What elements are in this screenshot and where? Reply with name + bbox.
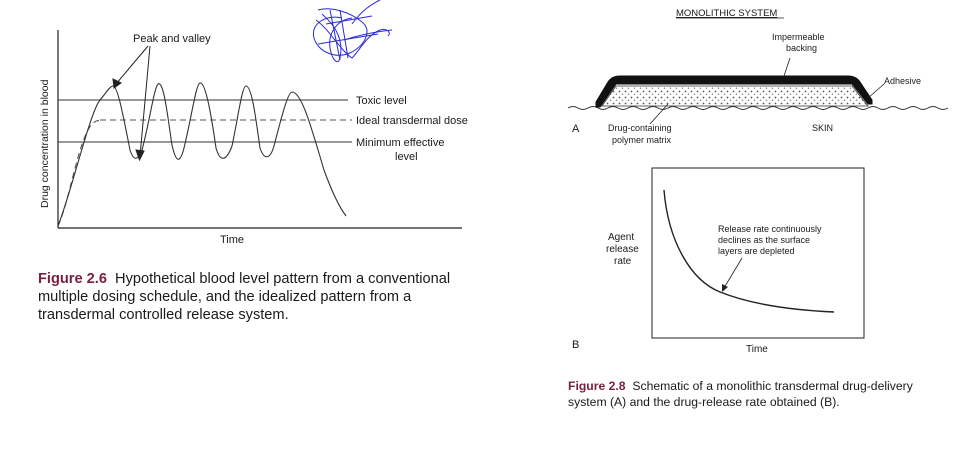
panel-label-b: B (572, 339, 579, 351)
label-skin: SKIN (812, 123, 833, 133)
y-label-release: release (606, 244, 639, 255)
figure-2-8-caption-label: Figure 2.8 (568, 379, 626, 393)
label-matrix-2: polymer matrix (612, 135, 672, 145)
label-min-effective-2: level (395, 151, 418, 163)
label-adhesive: Adhesive (884, 76, 921, 86)
panel-label-a: A (572, 123, 580, 135)
figure-2-6-chart: Peak and valley Toxic level Ideal transd… (39, 30, 468, 246)
figure-2-6-caption-text: Hypothetical blood level pattern from a … (38, 271, 451, 323)
y-label-agent: Agent (608, 232, 634, 243)
figure-2-8-panel-b: Release rate continuously declines as th… (572, 167, 865, 355)
polymer-matrix (601, 85, 869, 107)
monolithic-system-title: MONOLITHIC SYSTEM (676, 8, 777, 19)
pen-scribble (312, 0, 393, 63)
figure-2-8-caption: Figure 2.8 Schematic of a monolithic tra… (568, 378, 940, 410)
release-rate-curve (663, 189, 835, 313)
y-axis-label: Drug concentration in blood (39, 79, 51, 208)
conventional-dosing-curve (57, 82, 347, 227)
x-axis-label: Time (220, 234, 244, 246)
figure-2-6-caption-label: Figure 2.6 (38, 271, 107, 287)
skin-surface (567, 106, 949, 110)
y-label-rate: rate (614, 256, 632, 267)
label-backing-2: backing (786, 43, 817, 53)
label-matrix-1: Drug-containing (608, 123, 672, 133)
annotation-release-3: layers are depleted (718, 246, 795, 256)
annotation-release-1: Release rate continuously (718, 224, 822, 234)
release-rate-plot-frame (651, 167, 865, 339)
peak-valley-arrows (112, 45, 151, 162)
figure-2-8-panel-a: MONOLITHIC SYSTEM Impermeable backing Ad… (567, 8, 949, 145)
ideal-transdermal-curve (57, 119, 105, 227)
x-label-time: Time (746, 344, 768, 355)
label-min-effective-1: Minimum effective (356, 137, 444, 149)
figure-2-6-caption: Figure 2.6 Hypothetical blood level patt… (38, 270, 474, 324)
impermeable-backing (595, 75, 873, 108)
label-toxic-level: Toxic level (356, 95, 407, 107)
annotation-peak-valley: Peak and valley (133, 33, 211, 45)
label-backing-1: Impermeable (772, 32, 825, 42)
label-ideal-dose: Ideal transdermal dose (356, 115, 468, 127)
annotation-release-2: declines as the surface (718, 235, 810, 245)
figure-2-8-caption-text: Schematic of a monolithic transdermal dr… (568, 379, 913, 409)
